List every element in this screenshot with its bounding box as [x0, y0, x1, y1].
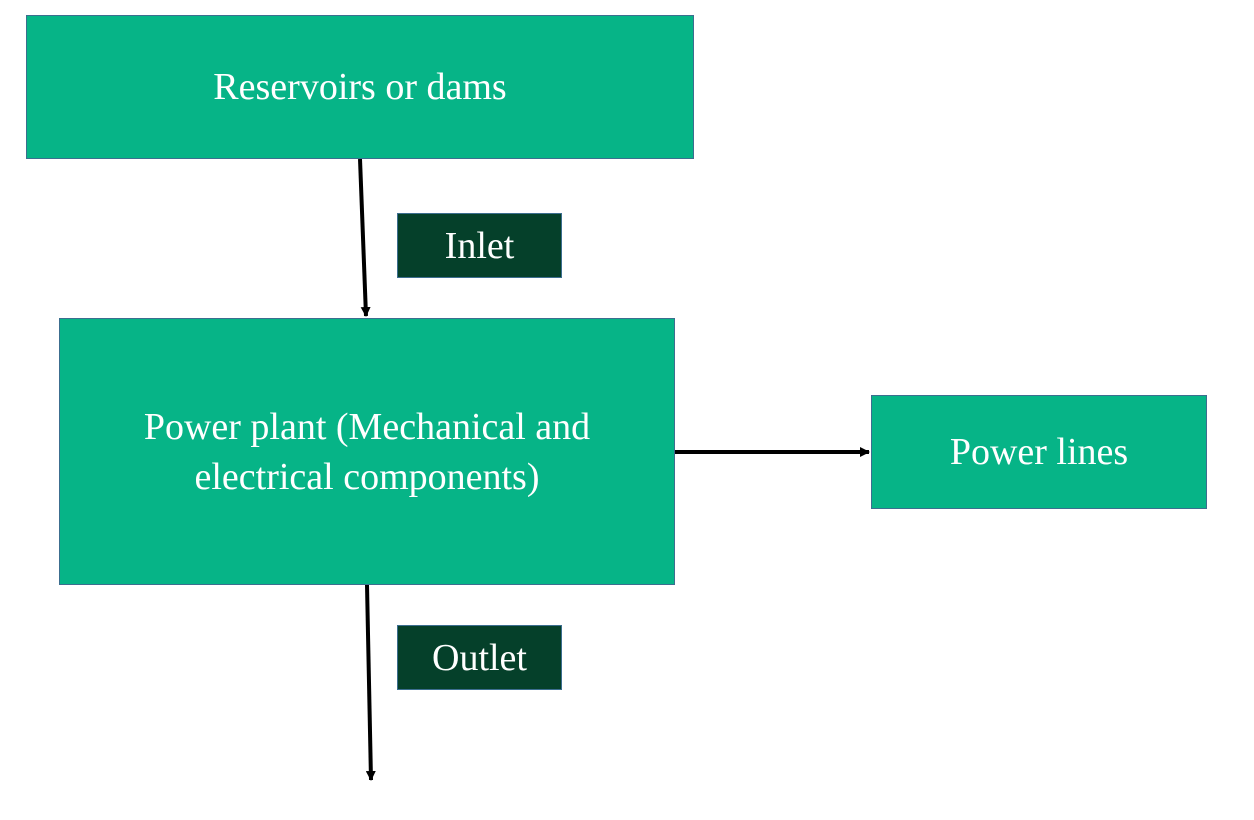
outlet-label-box: Outlet [397, 625, 562, 690]
outlet-label: Outlet [432, 636, 527, 679]
reservoirs-node-label: Reservoirs or dams [213, 66, 507, 108]
arrow-plant-outlet [365, 584, 376, 781]
power-plant-node: Power plant (Mechanical and electrical c… [59, 318, 675, 585]
power-lines-node-label: Power lines [949, 431, 1129, 473]
arrow-reservoir-to-plant [358, 158, 371, 317]
reservoirs-node: Reservoirs or dams [26, 15, 694, 159]
power-plant-node-label: Power plant (Mechanical and electrical c… [143, 405, 591, 498]
power-lines-node: Power lines [871, 395, 1207, 509]
inlet-label-box: Inlet [397, 213, 562, 278]
inlet-label: Inlet [444, 224, 515, 267]
